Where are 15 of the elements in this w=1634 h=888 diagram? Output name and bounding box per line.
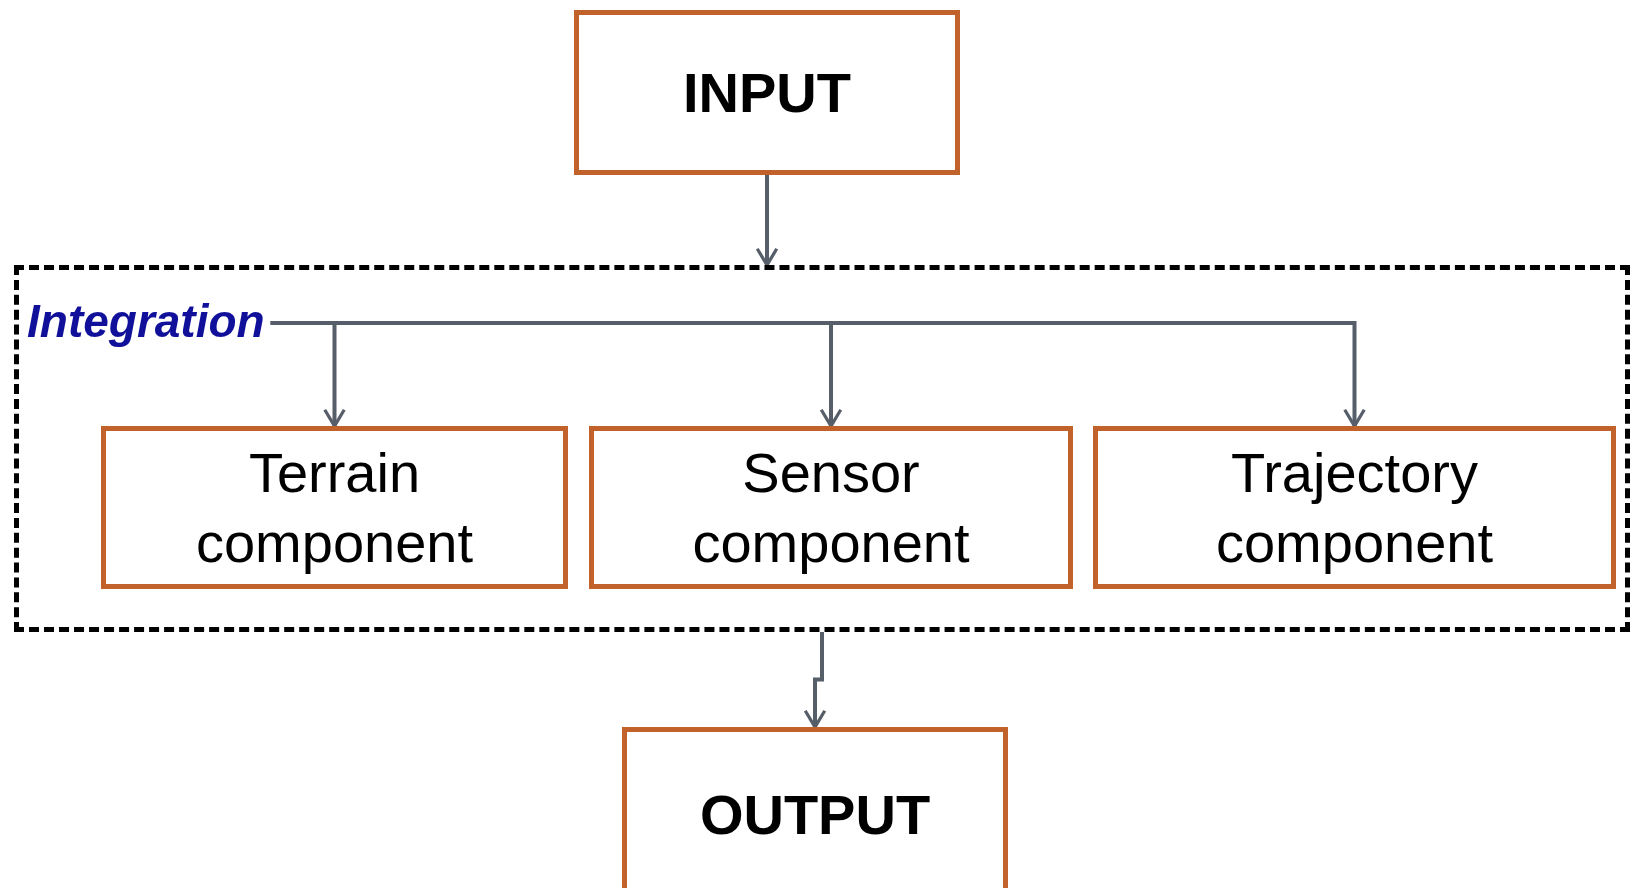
process-box [622,727,1008,888]
box-label: Terrain component [194,439,475,576]
process-box [101,426,568,589]
arrow [803,632,827,729]
box-label: Trajectory component [1214,439,1495,576]
box-label: OUTPUT [699,781,931,848]
box-label: Sensor component [691,439,971,576]
box-label: INPUT [683,59,851,126]
process-box [1093,426,1616,589]
process-box [589,426,1073,589]
arrow [755,175,779,267]
group-title: Integration [27,294,265,348]
arrow [270,321,1366,428]
dashed-group-frame [14,265,1630,632]
process-box [574,10,960,175]
